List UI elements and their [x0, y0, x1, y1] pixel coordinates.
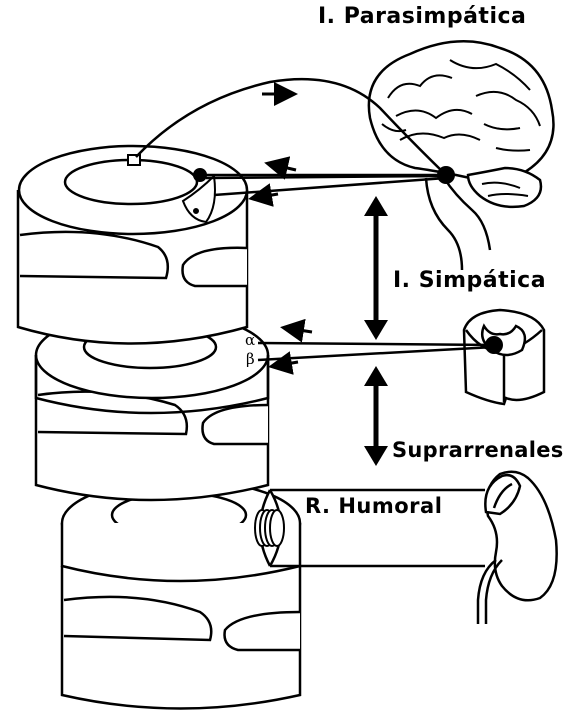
beta-receptor-label: β: [246, 350, 255, 368]
spinal-cord-section: [464, 310, 544, 404]
sympathetic-label: I. Simpática: [393, 268, 546, 293]
adrenal-gland: [478, 472, 557, 624]
flow-arrows-parasympathetic: [254, 94, 296, 198]
vertical-arrow-upper: [364, 196, 388, 340]
humoral-label: R. Humoral: [305, 494, 442, 518]
vertical-arrow-lower: [364, 366, 388, 466]
humoral-coil: [255, 510, 284, 546]
alpha-receptor-label: α: [245, 331, 255, 349]
adrenals-label: Suprarrenales: [392, 438, 564, 462]
flow-arrows-sympathetic: [274, 328, 312, 366]
parasympathetic-label: I. Parasimpática: [318, 4, 526, 29]
sympathetic-fibers: [258, 343, 494, 360]
brain-outline: [369, 41, 554, 270]
